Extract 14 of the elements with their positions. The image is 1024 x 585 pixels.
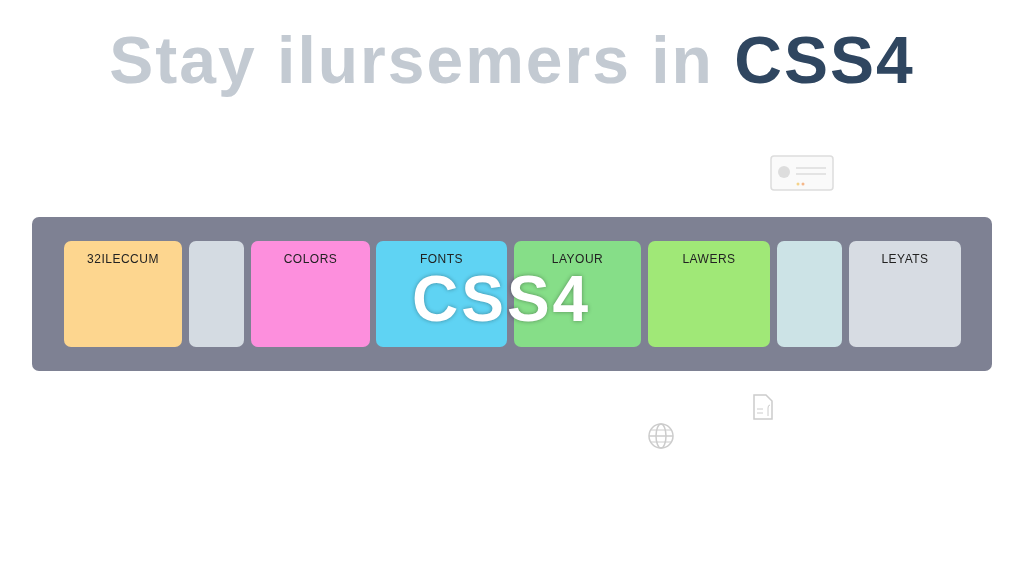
card-label: LAYOUR (550, 252, 605, 266)
blank-card (189, 241, 244, 347)
panel (32, 217, 992, 371)
card-label: FONTS (418, 252, 465, 266)
card-label: LAWERS (681, 252, 737, 266)
card-label: 32ILECCUM (86, 252, 160, 266)
card-label: LEYATS (880, 252, 930, 266)
category-card (849, 241, 961, 347)
category-card (64, 241, 182, 347)
card-label: COLORS (282, 252, 339, 266)
category-card (251, 241, 370, 347)
category-card (648, 241, 770, 347)
title: Stay ilursemers in CSS4 (108, 22, 916, 98)
blank-card (777, 241, 842, 347)
